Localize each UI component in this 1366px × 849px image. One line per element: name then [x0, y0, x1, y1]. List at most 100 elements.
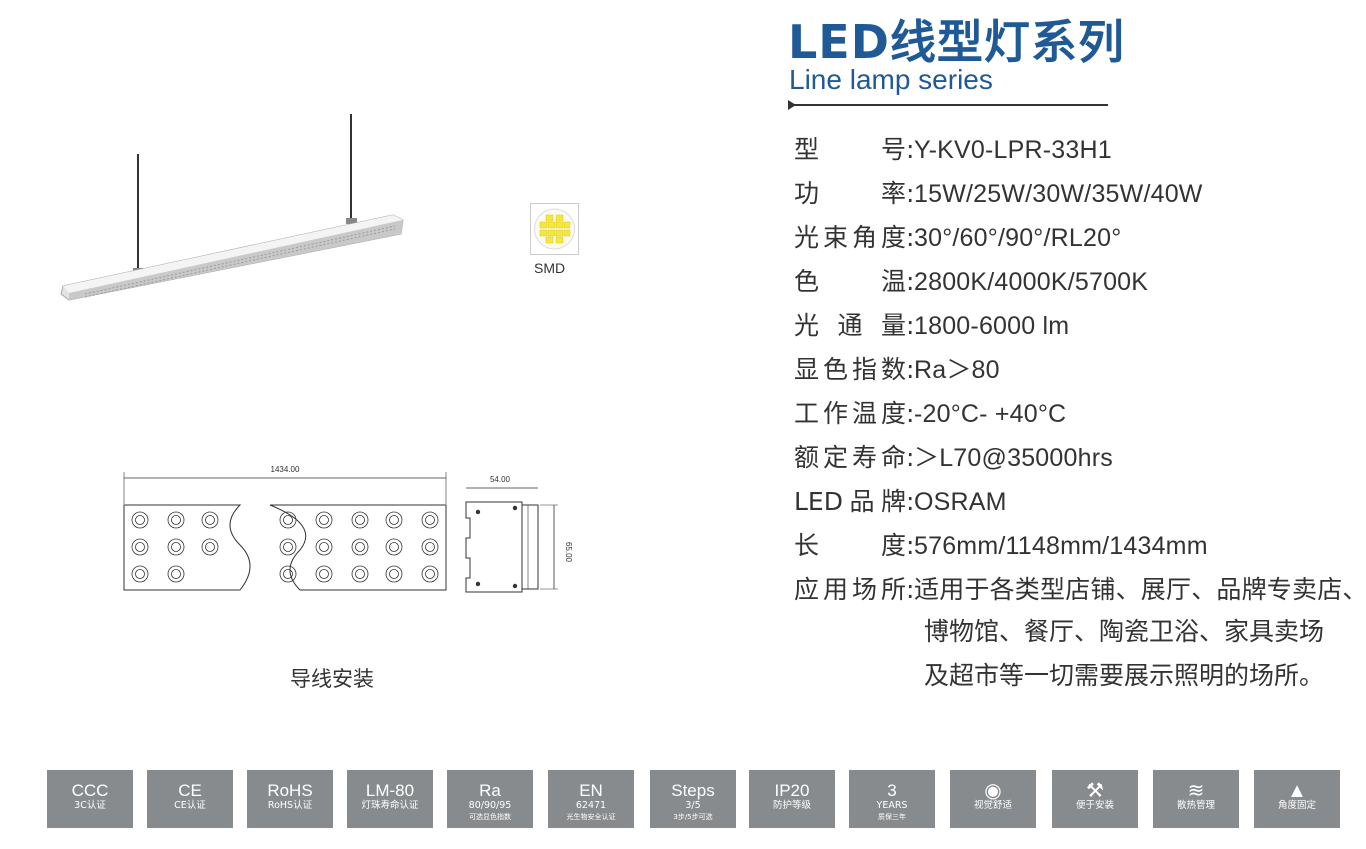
- badge-sub: 62471: [575, 800, 607, 811]
- lens-outline: [421, 565, 439, 583]
- lens-inner: [171, 569, 181, 579]
- steps-icon: Steps: [671, 781, 715, 800]
- lens-inner: [283, 569, 293, 579]
- badge-caption: 防护等级: [772, 800, 811, 811]
- spec-label: 应用场所: [794, 575, 906, 604]
- spec-value: 30°/60°/90°/RL20°: [914, 224, 1122, 252]
- technical-drawing: 1434.00 54.00 65.00: [123, 465, 573, 593]
- badge-sub: 80/90/95: [468, 800, 512, 811]
- lens-inner: [389, 569, 399, 579]
- spec-colon: :: [906, 399, 915, 428]
- lens-inner: [319, 542, 329, 552]
- spec-value: Y-KV0-LPR-33H1: [914, 136, 1112, 164]
- spec-row: 显色指数:Ra＞80: [794, 352, 1000, 388]
- spec-row: 工作温度:-20°C- +40°C: [794, 396, 1066, 432]
- spec-value: 2800K/4000K/5700K: [914, 268, 1149, 296]
- lens-outline: [201, 538, 219, 556]
- lens-outline: [315, 511, 333, 529]
- page-title: LED线型灯系列: [788, 15, 1125, 69]
- smd-label: SMD: [534, 260, 566, 276]
- lens-inner: [389, 542, 399, 552]
- spec-colon: :: [906, 223, 915, 252]
- spec-row: 色温:2800K/4000K/5700K: [794, 264, 1148, 300]
- lens-inner: [171, 515, 181, 525]
- ce-mark-icon: CE: [178, 781, 202, 800]
- lens-outline: [167, 565, 185, 583]
- spec-colon: :: [906, 267, 915, 296]
- badge-caption: RoHS认证: [267, 800, 313, 811]
- lens-outline: [385, 511, 403, 529]
- spec-row: 型号:Y-KV0-LPR-33H1: [794, 132, 1112, 168]
- lens-outline: [201, 511, 219, 529]
- lens-outline: [351, 538, 369, 556]
- spec-row: 额定寿命:＞L70@35000hrs: [794, 440, 1113, 476]
- badge-angle: ▲角度固定: [1254, 770, 1340, 828]
- badge-caption: 质保三年: [878, 813, 906, 821]
- spec-value: 576mm/1148mm/1434mm: [914, 532, 1208, 560]
- spec-value: 适用于各类型店铺、展厅、品牌专卖店、: [914, 576, 1366, 604]
- spec-colon: :: [906, 355, 915, 384]
- badge-heat: ≋散热管理: [1153, 770, 1239, 828]
- smd-chip-image: [530, 203, 579, 255]
- spec-label: 色温: [794, 267, 906, 296]
- drawing-caption: 导线安装: [290, 667, 374, 691]
- lens-inner: [171, 542, 181, 552]
- lens-outline: [279, 538, 297, 556]
- product-image-linear-lamp: [60, 114, 404, 301]
- spec-label: LED品牌: [794, 487, 906, 516]
- ra-icon: Ra: [479, 781, 501, 800]
- spec-label: 光通量: [794, 311, 906, 340]
- lens-outline: [351, 565, 369, 583]
- lens-inner: [283, 515, 293, 525]
- heat-icon: ≋: [1187, 780, 1205, 802]
- ip20-icon: IP20: [774, 781, 810, 800]
- lens-outline: [351, 511, 369, 529]
- badge-caption: CE认证: [174, 800, 206, 811]
- spec-label: 工作温度: [794, 399, 906, 428]
- badge-caption: 3步/5步可选: [673, 813, 713, 821]
- spec-value: Ra＞80: [914, 356, 1000, 384]
- install-icon: ⚒: [1086, 780, 1104, 802]
- lens-inner: [135, 515, 145, 525]
- lens-outline: [131, 565, 149, 583]
- lens-outline: [315, 538, 333, 556]
- spec-label: 功率: [794, 179, 906, 208]
- spec-value: -20°C- +40°C: [914, 400, 1067, 428]
- eye-icon: ◉: [984, 780, 1002, 802]
- lens-outline: [279, 511, 297, 529]
- lens-outline: [421, 511, 439, 529]
- spec-colon: :: [906, 135, 915, 164]
- warranty-icon: 3: [887, 781, 897, 800]
- spec-label: 型号: [794, 135, 906, 164]
- lens-outline: [279, 565, 297, 583]
- spec-colon: :: [906, 443, 915, 472]
- spec-colon: :: [906, 179, 915, 208]
- lens-inner: [425, 569, 435, 579]
- badge-caption: 可选显色指数: [469, 813, 511, 821]
- lens-inner: [355, 542, 365, 552]
- lens-inner: [425, 542, 435, 552]
- page-subtitle: Line lamp series: [789, 64, 993, 95]
- spec-value: 15W/25W/30W/35W/40W: [914, 180, 1203, 208]
- lens-inner: [135, 542, 145, 552]
- height-dimension: 65.00: [564, 542, 573, 563]
- spec-value: OSRAM: [914, 488, 1007, 516]
- badge-sub: 3/5: [685, 800, 701, 811]
- lens-outline: [131, 538, 149, 556]
- application-line-3: 及超市等一切需要展示照明的场所。: [924, 661, 1325, 690]
- lm80-icon: LM-80: [365, 781, 415, 800]
- spec-colon: :: [906, 575, 915, 604]
- lens-outline: [421, 538, 439, 556]
- spec-colon: :: [906, 311, 915, 340]
- length-dimension: 1434.00: [271, 465, 300, 474]
- badge-caption: 散热管理: [1176, 800, 1215, 811]
- spec-colon: :: [906, 531, 915, 560]
